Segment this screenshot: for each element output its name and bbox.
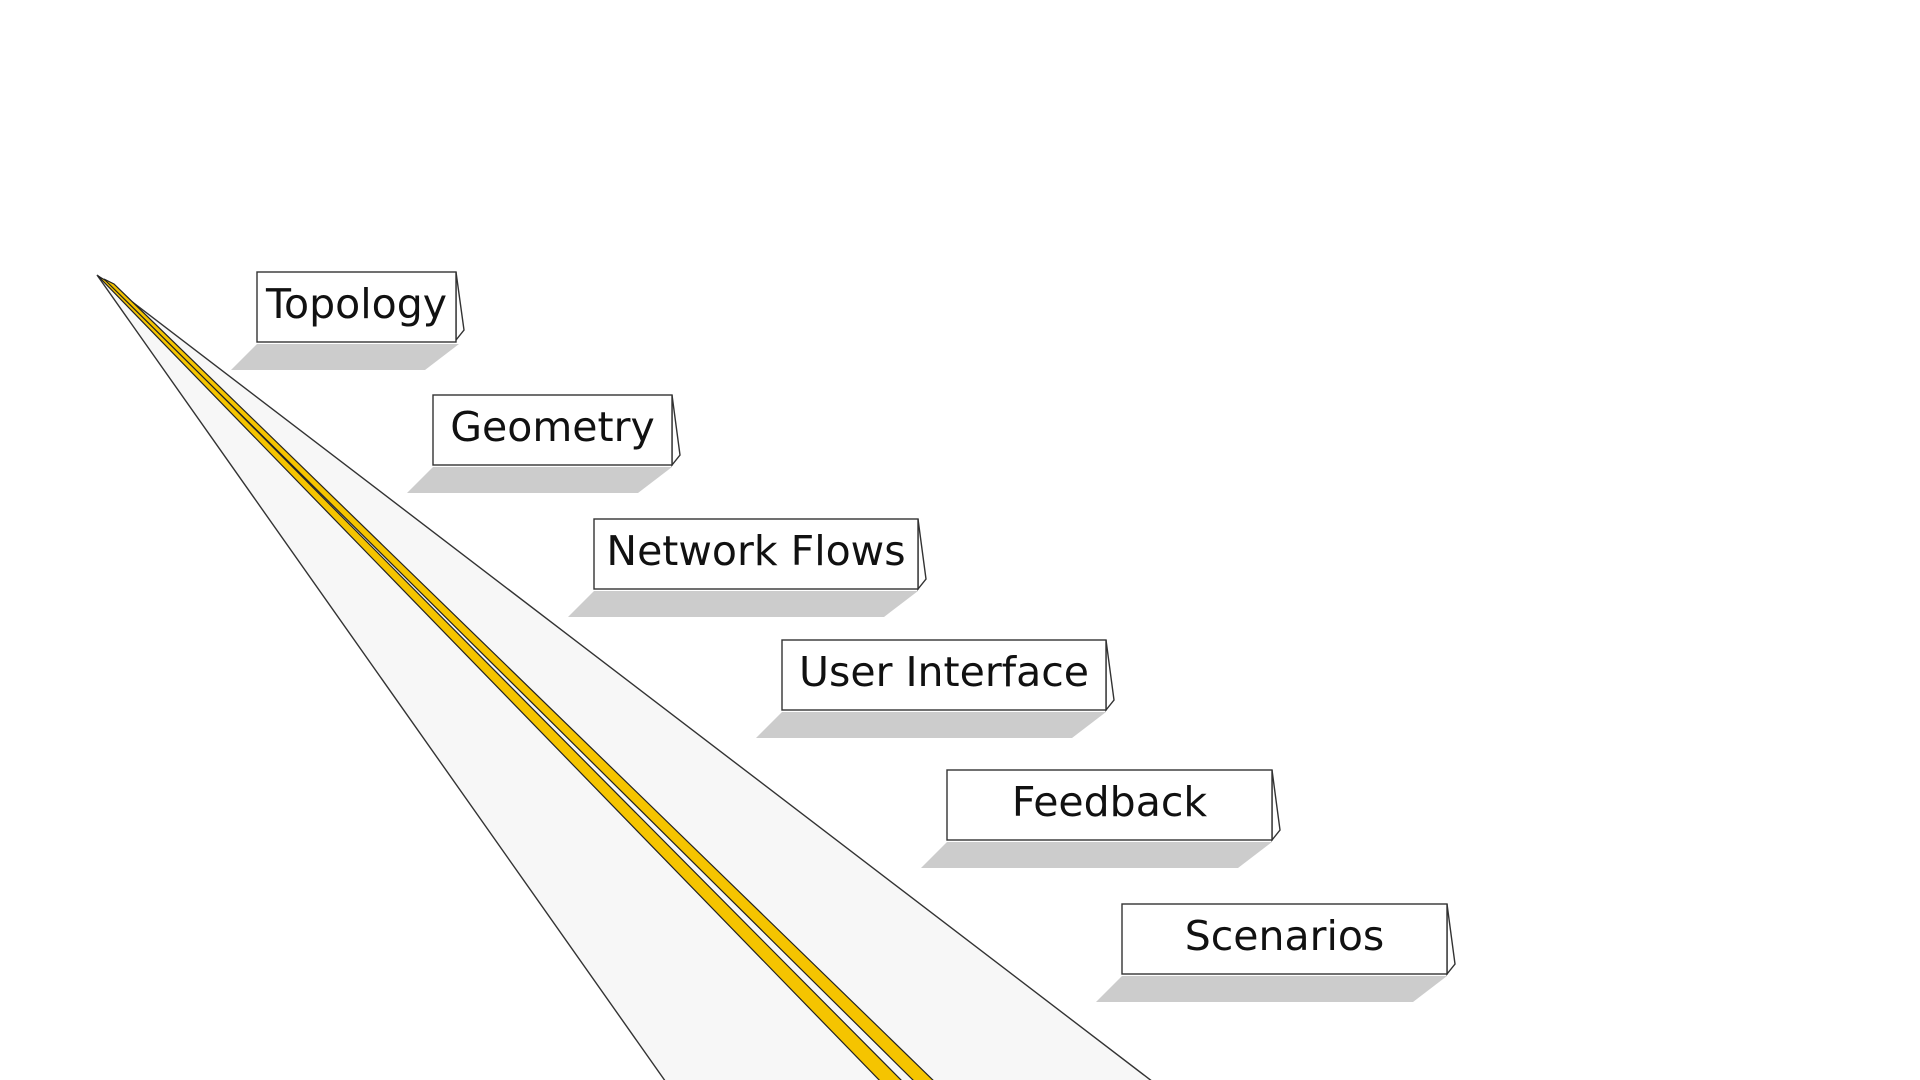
sign-fold	[455, 271, 465, 342]
sign-shadow	[756, 712, 1106, 738]
sign-board	[256, 271, 457, 343]
sign-network-flows: Network Flows	[568, 518, 927, 617]
road	[96, 274, 1152, 1080]
sign-board	[946, 769, 1273, 841]
sign-feedback: Feedback	[921, 769, 1281, 868]
sign-board	[432, 394, 673, 466]
sign-shadow	[1096, 976, 1447, 1002]
sign-shadow	[921, 842, 1272, 868]
sign-board	[781, 639, 1107, 711]
road-surface	[96, 274, 1152, 1080]
sign-label: Network Flows	[606, 527, 905, 575]
sign-label: Topology	[265, 280, 447, 328]
sign-fold	[1446, 903, 1456, 976]
sign-board	[593, 518, 919, 590]
sign-shadow	[568, 591, 918, 617]
sign-topology: Topology	[231, 271, 465, 370]
sign-board	[1121, 903, 1448, 975]
sign-fold	[671, 394, 681, 467]
sign-label: Scenarios	[1185, 912, 1385, 960]
sign-fold	[917, 518, 927, 591]
sign-user-interface: User Interface	[756, 639, 1115, 738]
sign-label: Geometry	[450, 403, 654, 451]
sign-geometry: Geometry	[407, 394, 681, 493]
road-center-line-right	[103, 278, 934, 1080]
sign-fold	[1271, 769, 1281, 842]
sign-scenarios: Scenarios	[1096, 903, 1456, 1002]
sign-label: Feedback	[1012, 778, 1208, 826]
sign-fold	[1105, 639, 1115, 712]
sign-shadow	[407, 467, 672, 493]
sign-label: User Interface	[799, 648, 1089, 696]
sign-shadow	[231, 344, 459, 370]
